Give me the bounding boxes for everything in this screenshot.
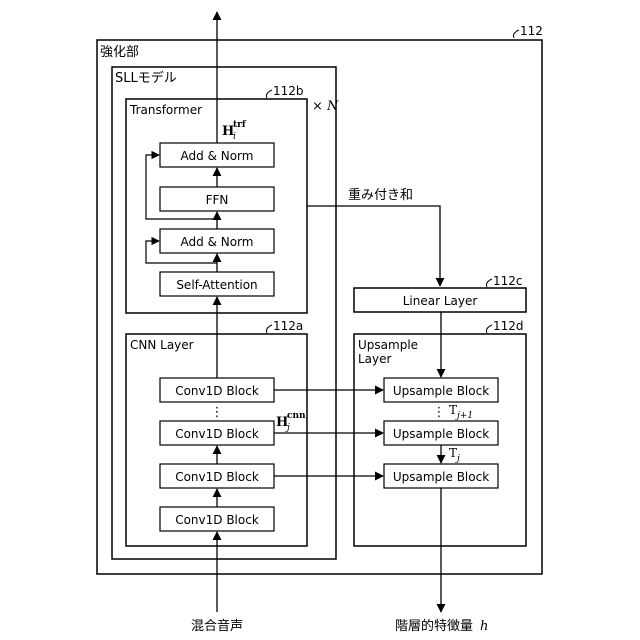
weighted-sum-label: 重み付き和	[348, 187, 413, 203]
ref-112c-label: 112c	[493, 274, 523, 288]
conv1d-block-3-label: Conv1D Block	[175, 470, 259, 484]
linear-layer-label: Linear Layer	[403, 294, 478, 308]
ref-112d-leader	[486, 325, 492, 333]
upsample-layer-label-1: Upsample	[358, 338, 418, 352]
output-label: 階層的特徴量	[395, 618, 473, 634]
ffn-label: FFN	[206, 193, 229, 207]
t-j-label: T j	[449, 446, 460, 464]
ref-112b-leader	[266, 90, 272, 98]
t-j1-subscript: j+1	[455, 411, 473, 421]
h-trf-subscript: i	[233, 132, 236, 142]
upsample-layer-label-2: Layer	[358, 352, 392, 366]
conv-vdots: ⋮	[211, 405, 224, 420]
cnn-layer-label: CNN Layer	[130, 338, 194, 352]
ref-112b-label: 112b	[273, 84, 304, 98]
transformer-label: Transformer	[129, 103, 202, 117]
t-j-symbol: T	[449, 446, 457, 460]
repeat-times-label: × N	[312, 99, 339, 114]
add-norm-1-label: Add & Norm	[181, 149, 254, 163]
h-cnn-superscript: cnn	[287, 411, 306, 421]
ref-112d-label: 112d	[493, 319, 524, 333]
ref-112-leader	[513, 30, 519, 38]
conv1d-block-1-label: Conv1D Block	[175, 384, 259, 398]
t-j1-symbol: T	[449, 403, 457, 417]
t-j1-label: T j+1	[449, 403, 473, 421]
conv1d-block-4-label: Conv1D Block	[175, 513, 259, 527]
output-h-symbol: h	[480, 619, 488, 634]
ref-112a-label: 112a	[273, 319, 303, 333]
upsample-block-2-label: Upsample Block	[393, 427, 489, 441]
upsample-block-3-label: Upsample Block	[393, 470, 489, 484]
h-trf-superscript: trf	[233, 120, 247, 130]
h-cnn-label: H j cnn	[276, 411, 306, 433]
ref-112-label: 112	[520, 24, 543, 38]
input-label: 混合音声	[191, 618, 243, 634]
ref-112c-leader	[486, 279, 492, 287]
ref-112a-leader	[266, 325, 272, 333]
h-trf-label: H i trf	[222, 120, 247, 142]
up-vdots: ⋮	[433, 405, 446, 420]
conv1d-block-2-label: Conv1D Block	[175, 427, 259, 441]
sll-model-label: SLLモデル	[115, 70, 177, 86]
weighted-sum-path	[307, 206, 440, 286]
self-attention-label: Self-Attention	[176, 278, 257, 292]
enhancement-unit-label: 強化部	[100, 45, 139, 60]
upsample-block-1-label: Upsample Block	[393, 384, 489, 398]
add-norm-2-label: Add & Norm	[181, 235, 254, 249]
